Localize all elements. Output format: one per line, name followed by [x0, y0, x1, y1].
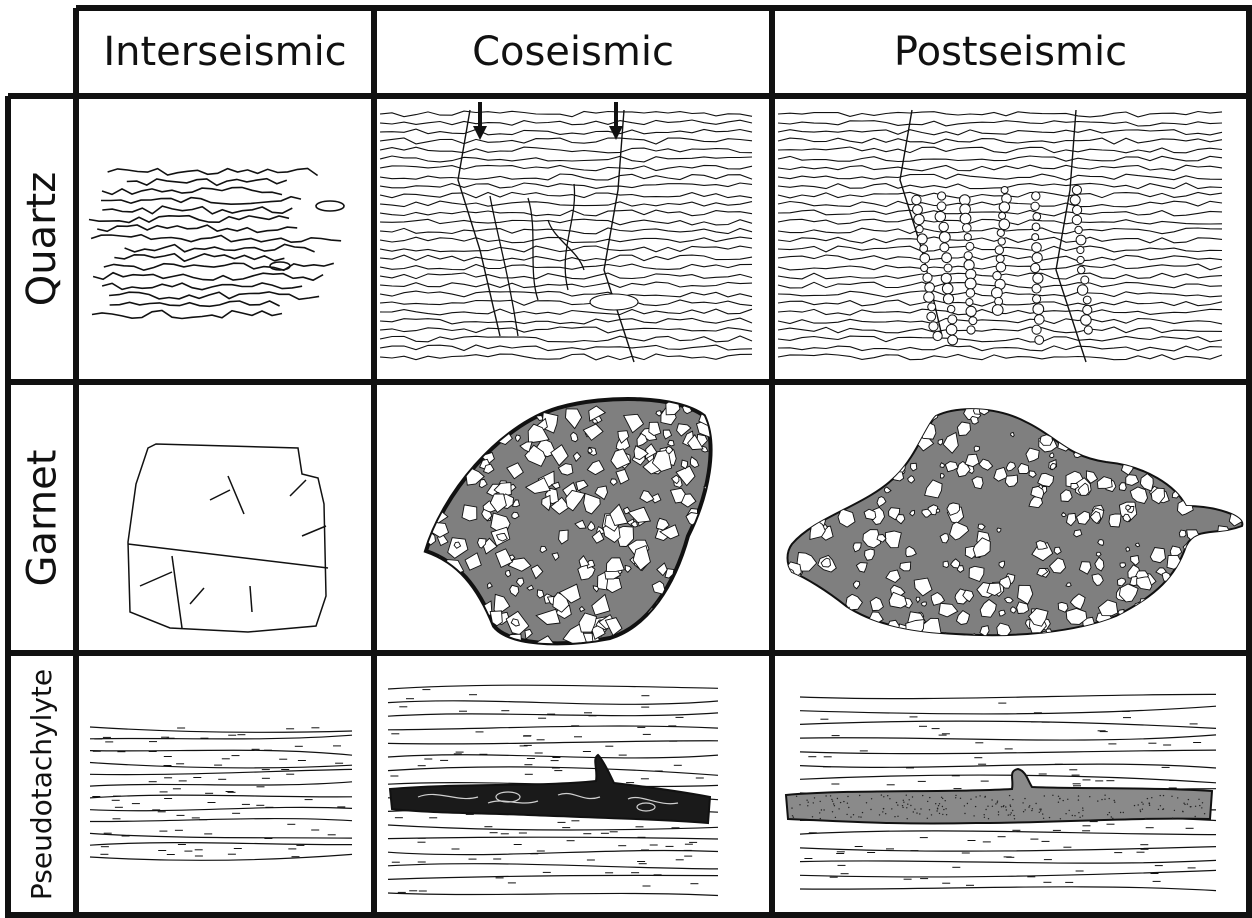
column-header-interseismic: Interseismic [76, 8, 374, 96]
pseudotachylyte-interseismic-sketch [80, 657, 370, 911]
row-header-pseudotachylyte: Pseudotachylyte [8, 653, 76, 915]
column-header-postseismic: Postseismic [772, 8, 1249, 96]
row-header-quartz: Quartz [8, 96, 76, 382]
row-header-garnet: Garnet [8, 382, 76, 653]
pseudotachylyte-postseismic-sketch [776, 657, 1245, 911]
quartz-postseismic-sketch [776, 100, 1245, 378]
garnet-coseismic-sketch [378, 386, 768, 649]
garnet-postseismic-sketch [776, 386, 1245, 649]
slip-arrow-left [473, 102, 487, 140]
garnet-interseismic-sketch [80, 386, 370, 649]
quartz-coseismic-sketch [378, 100, 768, 378]
quartz-interseismic-sketch [80, 100, 370, 378]
column-header-coseismic: Coseismic [374, 8, 772, 96]
pseudotachylyte-coseismic-sketch [378, 657, 768, 911]
pseudotachylyte-vein-black [390, 755, 710, 823]
